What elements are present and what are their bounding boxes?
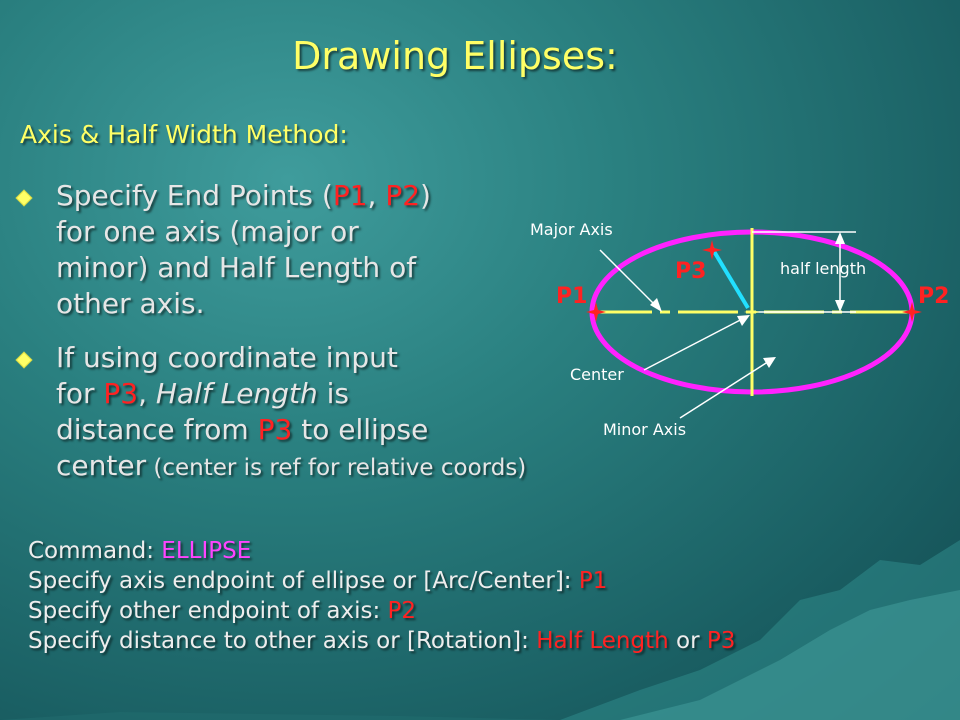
p1-marker-icon <box>586 302 606 322</box>
p2-marker-icon <box>902 302 922 322</box>
p3-ref: P3 <box>257 413 293 446</box>
center-label: Center <box>570 365 624 384</box>
bullet-text-part: for <box>56 377 104 410</box>
command-text: Command: <box>28 538 162 564</box>
arrowhead <box>737 315 750 326</box>
p3-ref: P3 <box>706 628 736 654</box>
bullet-text-part: distance from <box>56 413 258 446</box>
major-axis-leader <box>599 249 661 311</box>
p1-ref: P1 <box>578 568 608 594</box>
half-length-label: half length <box>780 259 866 278</box>
bullet-line: If using coordinate input <box>56 341 398 374</box>
p3-label: P3 <box>675 259 706 284</box>
command-line-3: Specify other endpoint of axis: P2 <box>28 596 735 626</box>
command-text: or <box>668 628 707 654</box>
bullet-text-part: , <box>138 377 156 410</box>
half-length-ref: Half Length <box>536 628 669 654</box>
major-axis-label: Major Axis <box>530 220 613 239</box>
p3-ref: P3 <box>103 377 139 410</box>
command-line-4: Specify distance to other axis or [Rotat… <box>28 626 735 656</box>
bullet-text: If using coordinate input for P3, Half L… <box>56 340 526 486</box>
center-leader <box>643 315 749 371</box>
half-length-term: Half Length <box>155 377 318 410</box>
arrowhead-up <box>835 232 845 244</box>
command-line-2: Specify axis endpoint of ellipse or [Arc… <box>28 566 735 596</box>
p2-label: P2 <box>918 284 949 309</box>
p2-ref: P2 <box>387 598 417 624</box>
command-text: Specify other endpoint of axis: <box>28 598 388 624</box>
bullet-text-part: to ellipse <box>292 413 429 446</box>
bullet-text: Specify End Points (P1, P2) for one axis… <box>56 178 431 322</box>
bullet-line: other axis. <box>56 287 205 320</box>
p1-ref: P1 <box>332 179 368 212</box>
p1-label: P1 <box>556 284 587 309</box>
p3-radius-line <box>710 246 750 310</box>
arrowhead-down <box>835 300 845 312</box>
minor-axis-label: Minor Axis <box>603 420 686 439</box>
ellipse-command: ELLIPSE <box>161 538 252 564</box>
command-text: Specify axis endpoint of ellipse or [Arc… <box>28 568 579 594</box>
command-line-block: Command: ELLIPSE Specify axis endpoint o… <box>28 536 735 656</box>
relative-coords-note: (center is ref for relative coords) <box>146 455 527 481</box>
bullet-line: for one axis (major or <box>56 215 359 248</box>
slide-title: Drawing Ellipses: <box>292 34 618 78</box>
bullet-text-part: Specify End Points ( <box>56 179 333 212</box>
p3-marker-icon <box>702 240 722 260</box>
command-line-1: Command: ELLIPSE <box>28 536 735 566</box>
bullet-text-part: center <box>56 449 147 482</box>
minor-axis-leader <box>679 357 775 419</box>
section-subtitle: Axis & Half Width Method: <box>20 120 348 149</box>
bullet-text-part: is <box>317 377 350 410</box>
p2-ref: P2 <box>385 179 421 212</box>
center-marker-icon <box>744 304 760 320</box>
bullet-text-part: , <box>367 179 386 212</box>
bullet-line: minor) and Half Length of <box>56 251 417 284</box>
arrowhead <box>763 357 776 368</box>
bullet-text-part: ) <box>420 179 431 212</box>
command-text: Specify distance to other axis or [Rotat… <box>28 628 537 654</box>
arrowhead <box>650 298 662 312</box>
